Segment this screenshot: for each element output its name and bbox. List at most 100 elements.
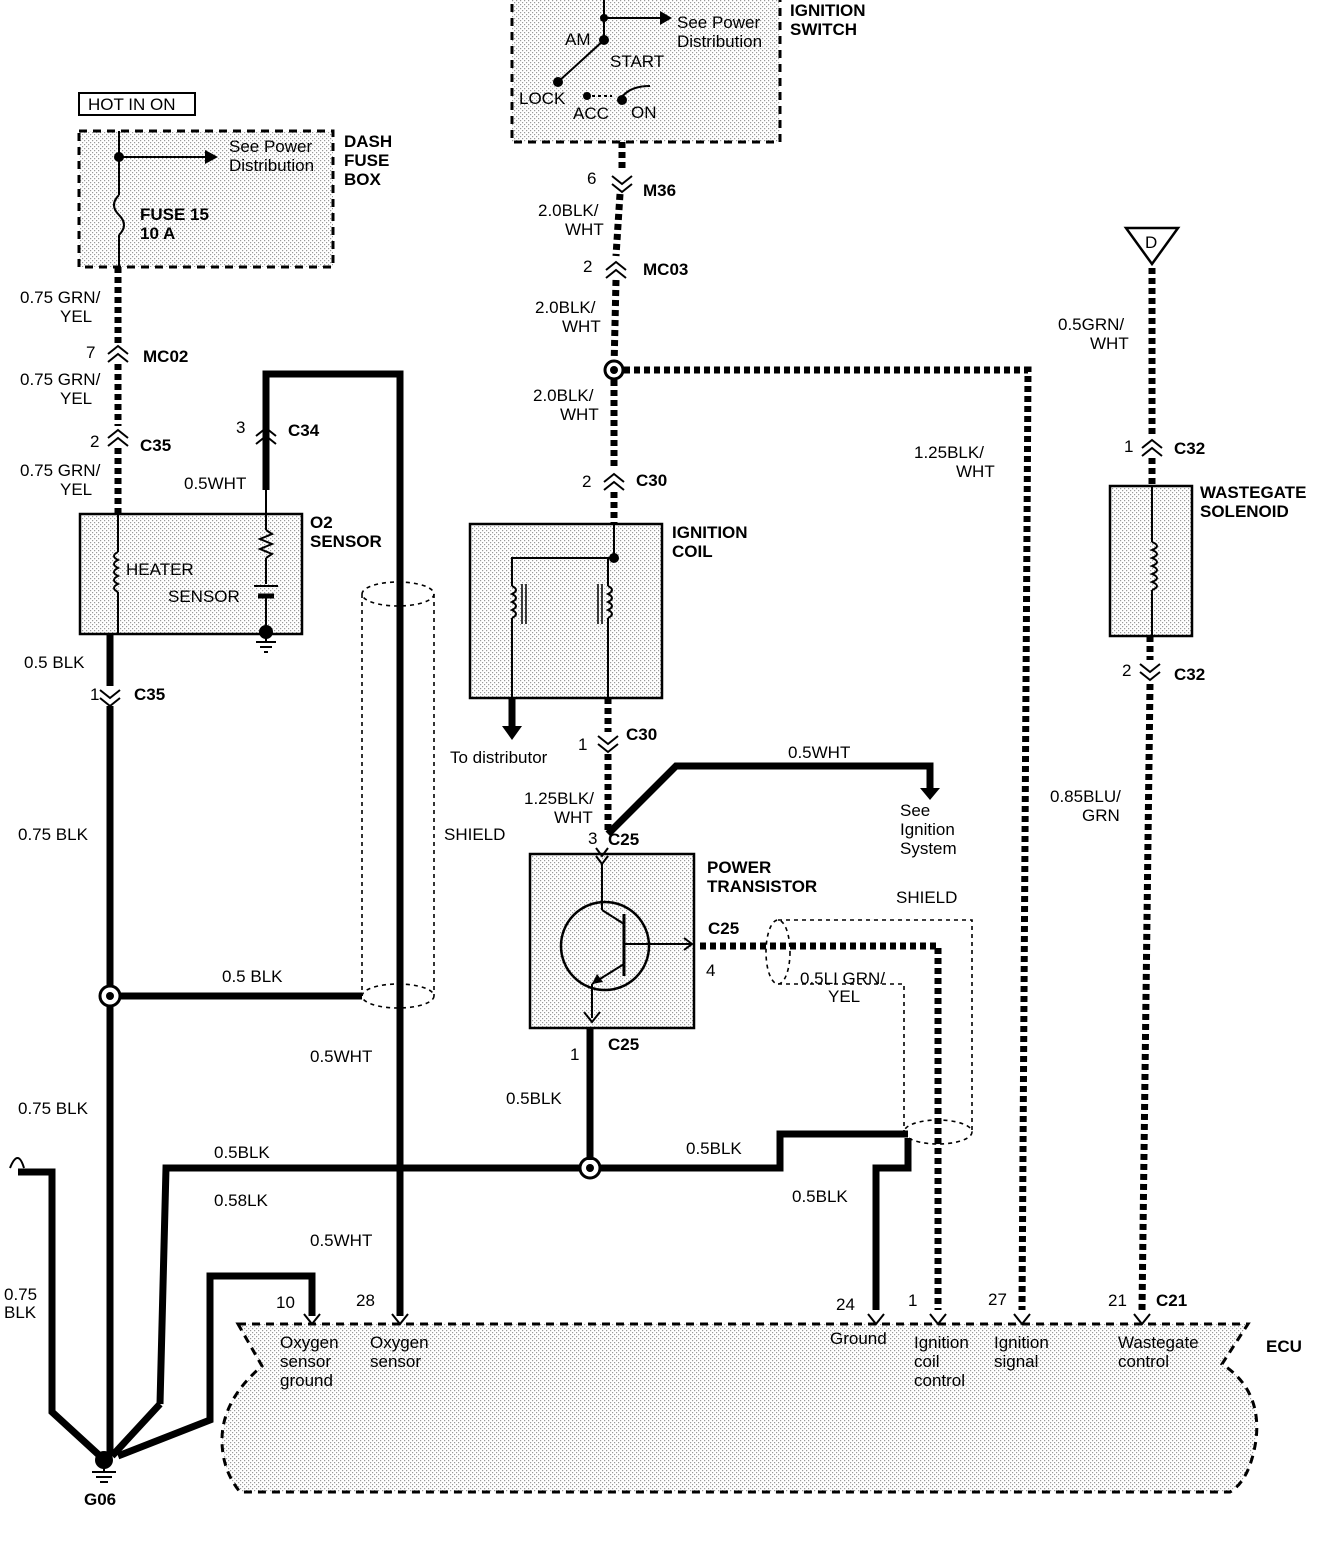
ecu-pin-21-label-2: control bbox=[1118, 1352, 1169, 1371]
connector-c32-top-symbol bbox=[1141, 438, 1163, 457]
power-transistor-box bbox=[528, 852, 696, 1030]
wire-label-blk-o2: 0.5 BLK bbox=[24, 653, 85, 672]
wire-wht-see-ignition bbox=[605, 762, 934, 837]
connector-c34-name: C34 bbox=[288, 421, 320, 440]
wire-blk-ground-lead bbox=[18, 1168, 103, 1459]
wire-blk-oxygen-ground bbox=[116, 1272, 316, 1460]
wire-label-blk-wht-3a: 2.0BLK/ bbox=[533, 386, 594, 405]
ecu-pin-10-label-3: ground bbox=[280, 1371, 333, 1390]
ecu-label: ECU bbox=[1266, 1337, 1302, 1356]
switch-see-power-2: Distribution bbox=[677, 32, 762, 51]
d-marker bbox=[1123, 226, 1181, 267]
o2-sensor-title-1: O2 bbox=[310, 513, 333, 532]
shield-right-bottom bbox=[778, 983, 905, 1132]
fuse-rating: 10 A bbox=[140, 224, 175, 243]
ecu-pin-28-label-1: Oxygen bbox=[370, 1333, 429, 1352]
power-transistor-title-2: TRANSISTOR bbox=[707, 877, 817, 896]
connector-m36-symbol bbox=[611, 175, 633, 194]
wire-blk-wht-1 bbox=[612, 193, 624, 257]
ecu-pin-10-label-1: Oxygen bbox=[280, 1333, 339, 1352]
arrow-to-distributor bbox=[502, 726, 522, 740]
dash-fuse-box-title-2: FUSE bbox=[344, 151, 389, 170]
wire-label-blk-wht-2b: WHT bbox=[562, 317, 601, 336]
wire-label-blk-shield: 0.5 BLK bbox=[222, 967, 283, 986]
ecu-pin-1-num: 1 bbox=[908, 1291, 917, 1310]
ecu-pin-28-label-2: sensor bbox=[370, 1352, 421, 1371]
wire-label-blk-wht-1a: 2.0BLK/ bbox=[538, 201, 599, 220]
ecu-pin-27-label-2: signal bbox=[994, 1352, 1038, 1371]
ignition-switch-title-1: IGNITION bbox=[790, 1, 866, 20]
ecu-pin-1-label-1: Ignition bbox=[914, 1333, 969, 1352]
wastegate-title-1: WASTEGATE bbox=[1200, 483, 1306, 502]
connector-mc02-name: MC02 bbox=[143, 347, 188, 366]
arrow-see-ignition bbox=[920, 788, 940, 800]
wire-blk-wht-ignition-signal bbox=[624, 366, 1032, 1311]
ignition-switch-box bbox=[510, 0, 782, 144]
wire-label-wht-see-ign: 0.5WHT bbox=[788, 743, 850, 762]
ecu-pin-1-label-2: coil bbox=[914, 1352, 940, 1371]
o2-sensor-title-2: SENSOR bbox=[310, 532, 382, 551]
ignition-coil-box bbox=[468, 522, 664, 700]
ground-g06-label: G06 bbox=[84, 1490, 116, 1509]
ignition-switch-contacts bbox=[553, 0, 672, 105]
wire-label-grn-yel-3a: 0.75 GRN/ bbox=[20, 461, 101, 480]
wire-label-grn-yel-1a: 0.75 GRN/ bbox=[20, 288, 101, 307]
wire-label-grn-yel-1b: YEL bbox=[60, 307, 92, 326]
wire-label-wht-mid: 0.5WHT bbox=[310, 1047, 372, 1066]
ecu-pin-27-num: 27 bbox=[988, 1290, 1007, 1309]
connector-mc02-symbol bbox=[107, 344, 129, 363]
wire-label-blk-left: 0.5BLK bbox=[214, 1143, 270, 1162]
connector-c30-top-name: C30 bbox=[636, 471, 667, 490]
wire-blk-ground-bus-right bbox=[590, 1130, 908, 1172]
wire-label-blk-075-a: 0.75 BLK bbox=[18, 825, 89, 844]
connector-c25-top-pin: 3 bbox=[588, 829, 597, 848]
connector-c32-top-pin: 1 bbox=[1124, 437, 1133, 456]
ecu-box bbox=[220, 1322, 1259, 1494]
sensor-label: SENSOR bbox=[168, 587, 240, 606]
connector-c32-top-name: C32 bbox=[1174, 439, 1205, 458]
shield-right-end bbox=[765, 919, 791, 985]
wastegate-title-2: SOLENOID bbox=[1200, 502, 1289, 521]
wire-label-wht-lower: 0.5WHT bbox=[310, 1231, 372, 1250]
wire-label-blk-wht-125-right-a: 1.25BLK/ bbox=[914, 443, 984, 462]
shield-left-label: SHIELD bbox=[444, 825, 505, 844]
ignition-coil-title-1: IGNITION bbox=[672, 523, 748, 542]
see-ignition-1: See bbox=[900, 801, 930, 820]
fuse-see-power-1: See Power bbox=[229, 137, 312, 156]
see-ignition-3: System bbox=[900, 839, 957, 858]
wire-grn-yel-coil-control bbox=[700, 942, 942, 1310]
shield-right-top bbox=[778, 919, 973, 1132]
ecu-pin-21-label-1: Wastegate bbox=[1118, 1333, 1199, 1352]
connector-c30-top-symbol bbox=[603, 472, 625, 491]
switch-pos-acc: ACC bbox=[573, 104, 609, 123]
ecu-pin-27-label-1: Ignition bbox=[994, 1333, 1049, 1352]
wire-label-blk-right-a: 0.5BLK bbox=[686, 1139, 742, 1158]
wire-blk-ecu-ground bbox=[872, 1138, 912, 1310]
wire-label-blu-grn-b: GRN bbox=[1082, 806, 1120, 825]
dash-fuse-box-title-1: DASH bbox=[344, 132, 392, 151]
connector-c30-bottom-symbol bbox=[597, 735, 619, 754]
wire-label-blk-right-b: 0.5BLK bbox=[792, 1187, 848, 1206]
wire-blk-ground-bus-end bbox=[109, 1401, 163, 1459]
wire-label-grn-yel-3b: YEL bbox=[60, 480, 92, 499]
ecu-pin-1-label-3: control bbox=[914, 1371, 965, 1390]
connector-mc03-name: MC03 bbox=[643, 260, 688, 279]
splice-left-shield-dot bbox=[106, 992, 114, 1000]
splice-ignition-feed-dot bbox=[610, 366, 618, 374]
connector-c30-top-pin: 2 bbox=[582, 472, 591, 491]
ecu-pin-28-num: 28 bbox=[356, 1291, 375, 1310]
wire-label-grn-wht-b: WHT bbox=[1090, 334, 1129, 353]
fuse-name: FUSE 15 bbox=[140, 205, 209, 224]
connector-c35-top-name: C35 bbox=[140, 436, 171, 455]
splice-ground-bus-dot bbox=[586, 1164, 594, 1172]
ecu-pin-24-num: 24 bbox=[836, 1295, 855, 1314]
connector-c32-bottom-pin: 2 bbox=[1122, 661, 1131, 680]
wire-label-grn-yel-2a: 0.75 GRN/ bbox=[20, 370, 101, 389]
wire-label-blk-wht-coil-b: WHT bbox=[554, 808, 593, 827]
wire-label-blk-wht-coil-a: 1.25BLK/ bbox=[524, 789, 594, 808]
ecu-pin-21-num: 21 bbox=[1108, 1291, 1127, 1310]
connector-c35-top-symbol bbox=[107, 428, 129, 447]
wire-wht-o2-signal bbox=[262, 370, 404, 1316]
wire-label-blk-075-b: 0.75 BLK bbox=[18, 1099, 89, 1118]
